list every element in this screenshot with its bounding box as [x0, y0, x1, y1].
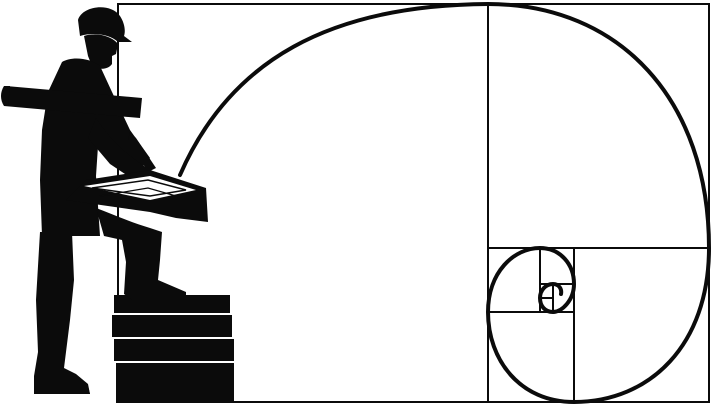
stacked-blocks-icon — [112, 295, 234, 403]
golden-spiral-icon — [180, 4, 709, 402]
